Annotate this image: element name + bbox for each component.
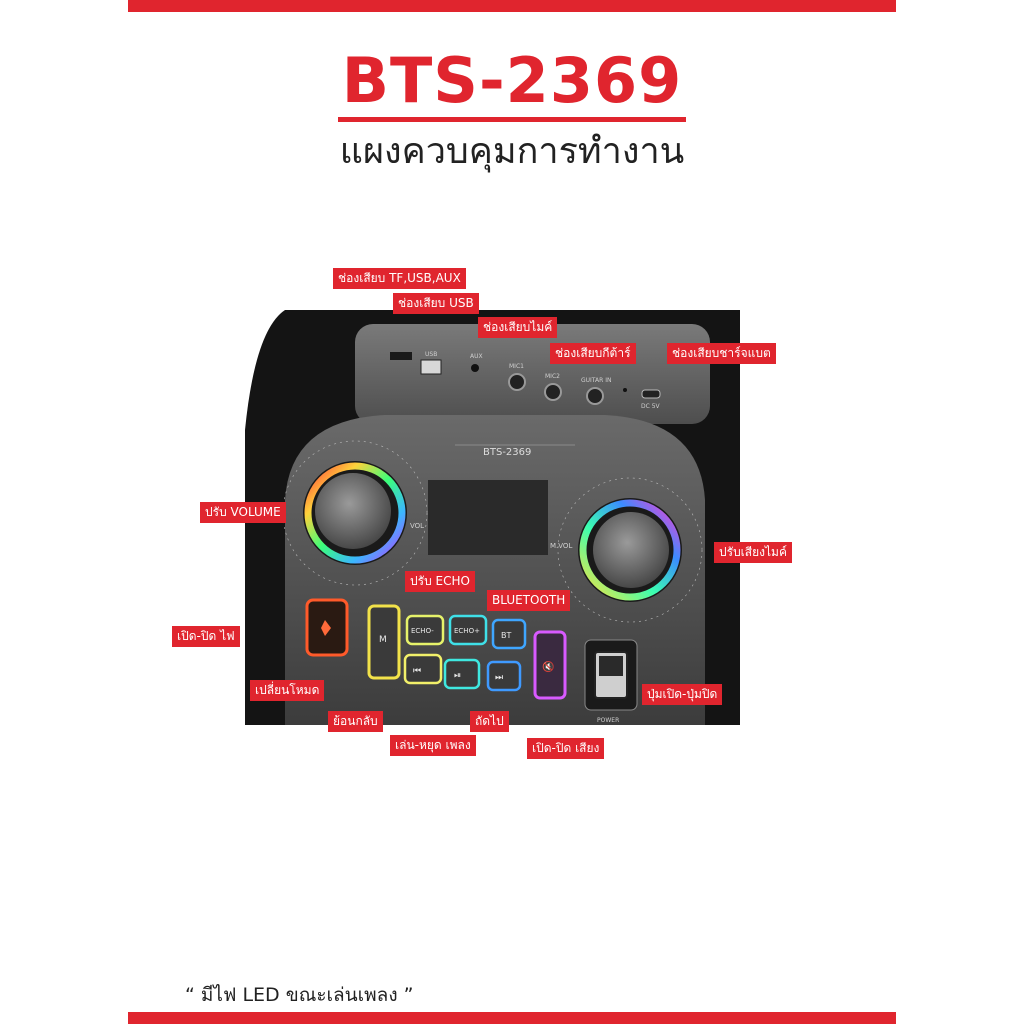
light-icon xyxy=(321,620,331,636)
svg-text:GUITAR IN: GUITAR IN xyxy=(581,377,611,384)
mic1-jack-icon xyxy=(508,373,526,391)
echo-plus-button[interactable] xyxy=(448,614,488,646)
page-title: BTS-2369 xyxy=(0,44,1024,122)
label-mute: เปิด-ปิด เสียง xyxy=(527,738,605,759)
mute-icon: 🔇 xyxy=(542,660,554,673)
svg-text:M.VOL: M.VOL xyxy=(550,542,572,550)
top-red-bar xyxy=(128,0,896,12)
control-panel-photo: USB AUX MIC1 MIC2 GUITAR IN DC 5V BTS-23… xyxy=(245,310,740,725)
label-play-pause: เล่น-หยุด เพลง xyxy=(390,735,476,756)
label-charge: ช่องเสียบชาร์จแบต xyxy=(667,343,776,364)
label-light: เปิด-ปิด ไฟ xyxy=(172,626,240,647)
svg-text:USB: USB xyxy=(425,351,437,358)
tf-slot-icon xyxy=(390,352,412,360)
next-icon: ⏭ xyxy=(495,673,503,683)
svg-text:M: M xyxy=(379,635,387,645)
usb-port-icon xyxy=(420,359,442,375)
play-pause-icon: ⏯ xyxy=(454,671,461,681)
svg-text:DC 5V: DC 5V xyxy=(641,403,661,410)
svg-text:BTS-2369: BTS-2369 xyxy=(483,447,531,458)
label-guitar: ช่องเสียบกีต้าร์ xyxy=(550,343,636,364)
label-tf-usb-aux: ช่องเสียบ TF,USB,AUX xyxy=(333,268,466,289)
svg-text:AUX: AUX xyxy=(470,353,483,360)
svg-text:MIC1: MIC1 xyxy=(509,363,524,370)
label-mic: ช่องเสียบไมค์ xyxy=(478,317,558,338)
mute-button[interactable] xyxy=(533,630,567,700)
svg-text:BT: BT xyxy=(501,631,511,640)
label-volume: ปรับ VOLUME xyxy=(200,502,286,523)
aux-port-icon xyxy=(471,364,479,372)
mic-volume-knob[interactable] xyxy=(593,512,669,588)
label-usb: ช่องเสียบ USB xyxy=(393,293,479,314)
svg-text:MIC2: MIC2 xyxy=(545,373,560,380)
label-power: ปุ่มเปิด-ปุ่มปิด xyxy=(642,684,723,705)
mic2-jack-icon xyxy=(544,383,562,401)
label-echo: ปรับ ECHO xyxy=(405,571,475,592)
led-display xyxy=(428,480,548,555)
bottom-red-bar xyxy=(128,1012,896,1024)
label-prev: ย้อนกลับ xyxy=(328,711,383,732)
bluetooth-button[interactable] xyxy=(491,618,527,650)
svg-text:ECHO-: ECHO- xyxy=(411,627,434,635)
prev-button[interactable] xyxy=(403,653,443,685)
mode-button[interactable] xyxy=(367,604,401,680)
footer-caption: “ มีไฟ LED ขณะเล่นเพลง ” xyxy=(185,984,414,1006)
label-mode: เปลี่ยนโหมด xyxy=(250,680,325,701)
svg-text:ECHO+: ECHO+ xyxy=(454,627,480,635)
page-subtitle: แผงควบคุมการทำงาน xyxy=(339,131,685,172)
guitar-jack-icon xyxy=(586,387,604,405)
next-button[interactable] xyxy=(486,660,522,692)
play-pause-button[interactable] xyxy=(443,658,481,690)
label-next: ถัดไป xyxy=(470,711,509,732)
label-bluetooth: BLUETOOTH xyxy=(487,590,571,611)
svg-text:VOL: VOL xyxy=(410,522,424,530)
prev-icon: ⏮ xyxy=(413,666,421,676)
svg-text:POWER: POWER xyxy=(597,717,619,724)
echo-minus-button[interactable] xyxy=(405,614,445,646)
volume-knob[interactable] xyxy=(315,473,391,549)
label-mic-volume: ปรับเสียงไมค์ xyxy=(714,542,792,563)
dc-port-icon xyxy=(641,389,661,399)
